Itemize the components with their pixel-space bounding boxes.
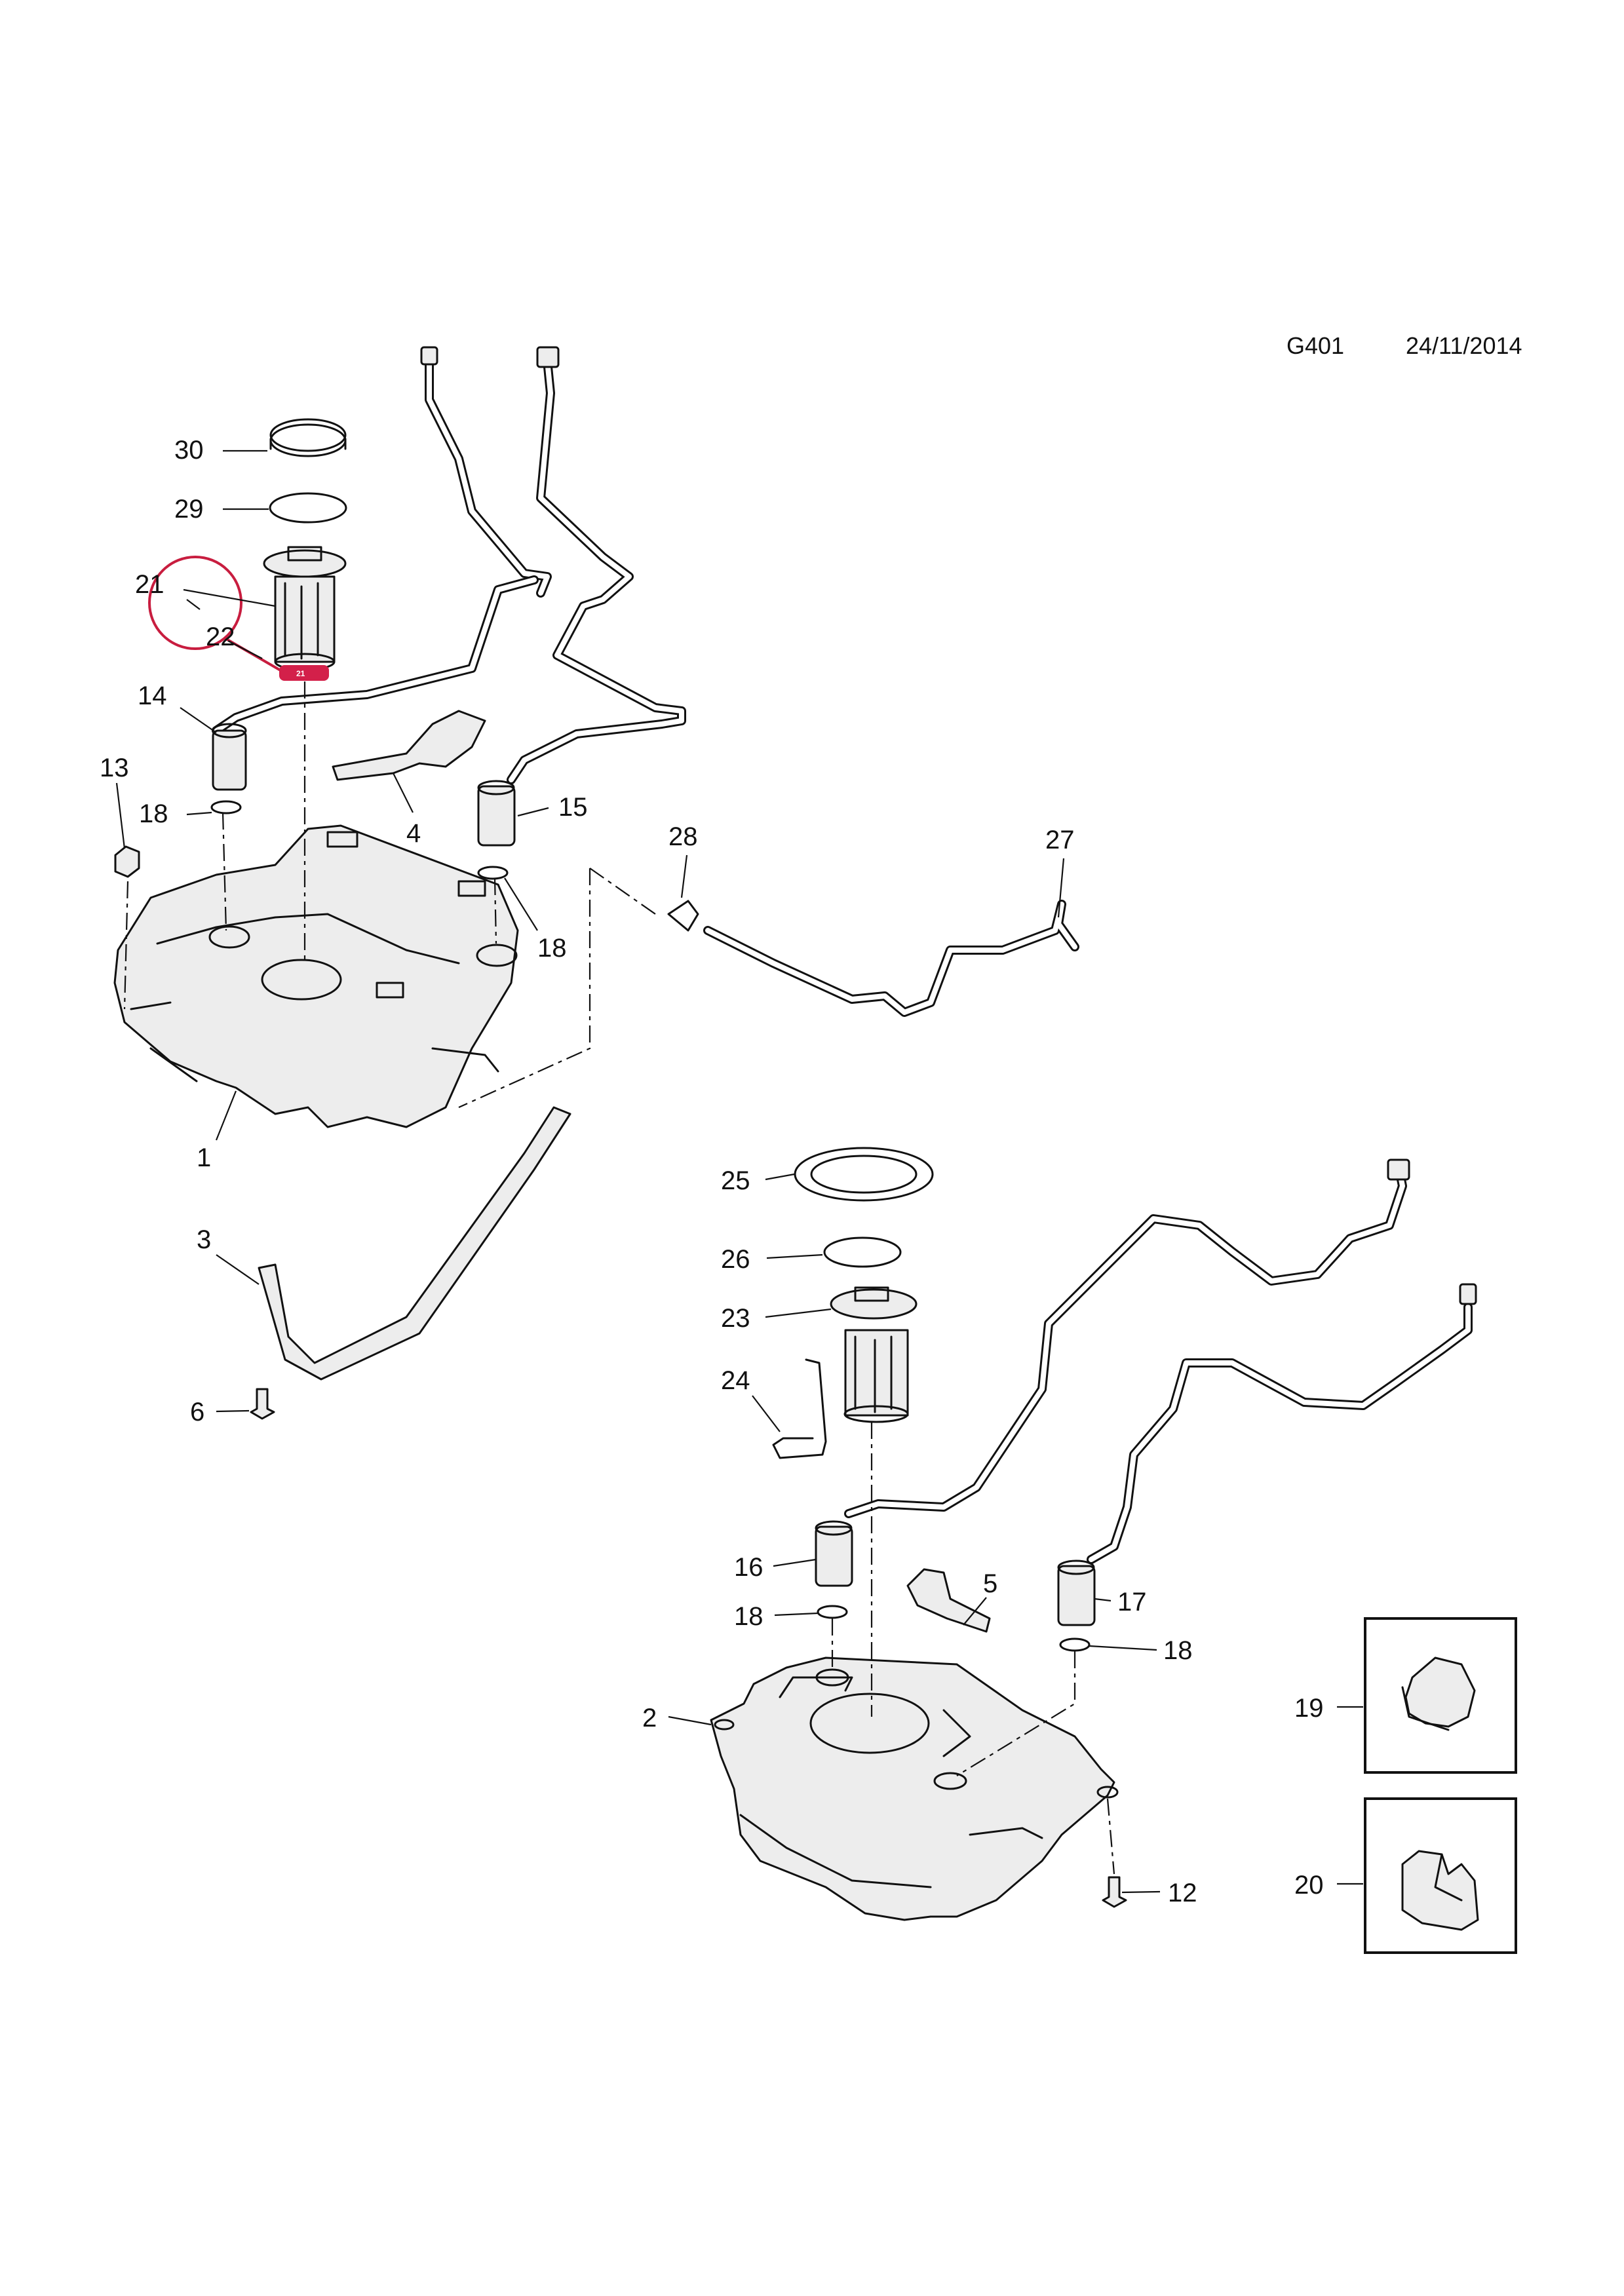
seal-ring-29 [269,492,347,524]
callout-20: 20 [1294,1871,1324,1900]
callout-23: 23 [721,1304,750,1333]
callout-18b: 18 [537,934,567,963]
callout-5: 5 [983,1569,997,1598]
seal-ring-26 [823,1236,902,1268]
o-ring-18b [477,866,509,880]
fuel-lines-lower [844,1158,1477,1564]
nut-13 [114,845,140,878]
callout-18d: 18 [1163,1636,1193,1665]
callout-21: 21 [135,570,164,599]
callout-22: 22 [206,622,235,651]
callout-25: 25 [721,1166,750,1195]
callout-29: 29 [174,495,204,524]
callout-24: 24 [721,1366,750,1395]
fuel-pump-module-23 [830,1286,918,1423]
fuel-tank-1 [113,824,519,1128]
o-ring-18d [1059,1637,1091,1652]
fuel-tank-2 [710,1656,1119,1921]
bolt-6 [250,1388,275,1420]
callout-16: 16 [734,1553,764,1582]
callout-3: 3 [197,1225,211,1254]
callout-17: 17 [1117,1588,1147,1617]
inset-box-19 [1364,1617,1517,1774]
callout-28: 28 [668,822,698,851]
level-sender-24 [772,1358,827,1459]
bracket-5 [906,1568,991,1633]
callout-19: 19 [1294,1694,1324,1723]
callout-12: 12 [1168,1879,1197,1907]
callout-6: 6 [190,1398,204,1426]
callout-27: 27 [1045,826,1075,854]
gasket-25 [794,1147,934,1202]
callout-1: 1 [197,1143,211,1172]
fuel-lines-upper [212,346,686,784]
callout-14: 14 [138,681,167,710]
diagram-code: G401 [1286,332,1344,359]
callout-30: 30 [174,436,204,465]
strap-3 [258,1106,571,1381]
callout-13: 13 [100,754,129,782]
o-ring-18c [817,1605,848,1619]
bolt-12 [1102,1876,1127,1908]
clamp-28 [667,900,699,932]
connector-16 [815,1520,853,1587]
connector-15 [477,780,516,847]
highlight-badge-label: 21 [296,669,305,678]
callout-18a: 18 [139,799,168,828]
fuel-pump-module-21 [263,546,347,671]
connector-17 [1057,1559,1096,1626]
o-ring-18a [210,800,242,814]
callout-26: 26 [721,1245,750,1274]
diagram-date: 24/11/2014 [1406,332,1522,359]
callout-labels: 30 29 21 22 14 13 18 4 15 28 27 18 1 3 6… [100,436,1324,1907]
callout-4: 4 [406,819,421,848]
inset-box-20 [1364,1797,1517,1954]
callout-15: 15 [558,793,588,822]
connector-14 [212,723,247,791]
callout-2: 2 [642,1704,657,1732]
bracket-4 [332,710,486,781]
callout-18c: 18 [734,1602,764,1631]
leader-lines [115,450,1363,1894]
breather-hose-27 [703,900,1079,1017]
lock-ring-30 [269,418,347,457]
